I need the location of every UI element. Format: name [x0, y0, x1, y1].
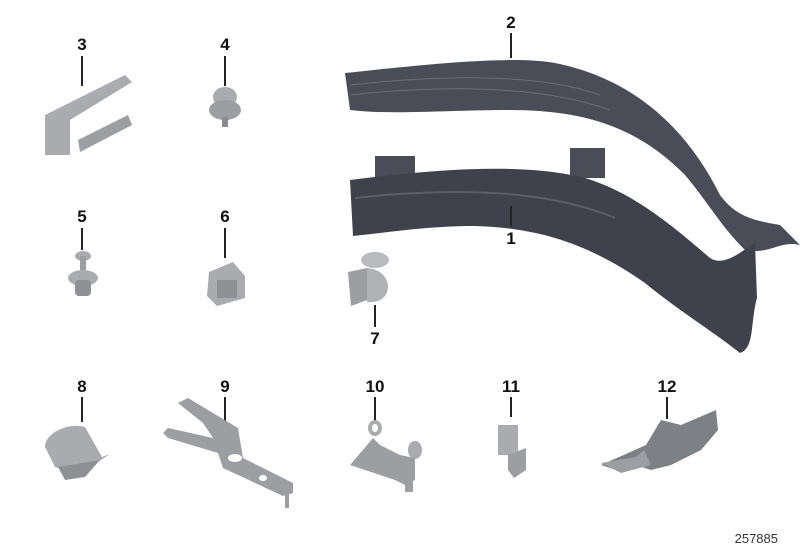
leader-line-10: [374, 397, 376, 422]
leader-line-2: [510, 33, 512, 58]
leader-line-12: [666, 397, 668, 419]
part-label-11: 11: [502, 377, 520, 396]
leader-line-4: [224, 56, 226, 86]
part-2-duct-cover[interactable]: [340, 55, 800, 255]
part-label-12: 12: [657, 377, 677, 396]
leader-line-8: [81, 397, 83, 422]
part-label-7: 7: [370, 329, 380, 348]
part-label-4: 4: [220, 35, 230, 54]
part-label-10: 10: [365, 377, 385, 396]
part-11-retaining-clip[interactable]: [494, 420, 534, 480]
part-6-clip-nut[interactable]: [203, 258, 251, 308]
leader-line-9: [224, 397, 226, 422]
reference-number: 257885: [734, 531, 778, 546]
part-5-rivet[interactable]: [66, 250, 100, 300]
leader-line-3: [81, 56, 83, 86]
part-7-holder-clip[interactable]: [345, 250, 395, 310]
part-12-holder-bracket[interactable]: [596, 405, 721, 480]
part-label-5: 5: [77, 207, 87, 226]
part-10-eyelet-bracket[interactable]: [345, 420, 425, 500]
part-4-cable-clip[interactable]: [205, 82, 245, 132]
part-label-2: 2: [506, 13, 516, 32]
part-label-3: 3: [77, 35, 87, 54]
leader-line-6: [224, 228, 226, 258]
part-1-duct[interactable]: [345, 148, 765, 358]
part-label-1: 1: [506, 229, 516, 248]
part-9-bracket[interactable]: [163, 398, 298, 513]
part-label-9: 9: [220, 377, 230, 396]
part-label-8: 8: [77, 377, 87, 396]
part-label-6: 6: [220, 207, 230, 226]
leader-line-5: [81, 228, 83, 250]
part-8-spring-clip[interactable]: [40, 422, 115, 482]
part-3-bracket-clip[interactable]: [40, 70, 135, 160]
leader-line-1: [510, 206, 512, 226]
leader-line-11: [510, 397, 512, 417]
leader-line-7: [374, 305, 376, 327]
